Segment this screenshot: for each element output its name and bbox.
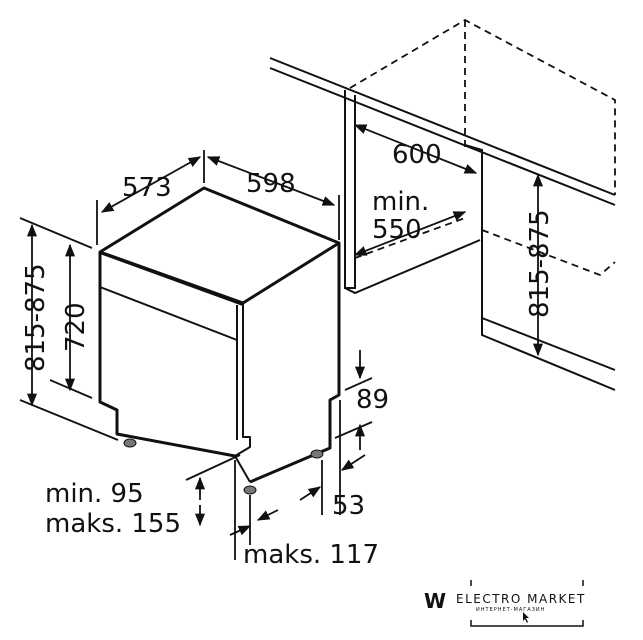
dishwasher (98, 186, 341, 484)
niche-min-value: 550 (372, 215, 422, 245)
niche-width-label: 600 (392, 140, 442, 170)
height-range-right-label: 815-875 (525, 209, 555, 318)
watermark-subtitle: ИНТЕРНЕТ-МАГАЗИН (476, 607, 545, 613)
foot-min-label: min. 95 (45, 479, 144, 509)
cursor-icon (523, 612, 529, 623)
countertop (269, 57, 616, 206)
plinth-height-label: 89 (356, 385, 389, 415)
watermark-letter: W (424, 589, 446, 613)
electro-market-watermark: W ELECTRO MARKET ИНТЕРНЕТ-МАГАЗИН (424, 580, 586, 627)
foot-max-label: maks. 155 (45, 509, 181, 539)
plinth-depth-label: 53 (332, 491, 365, 521)
feet (123, 438, 324, 495)
body-height-label: 720 (61, 302, 91, 352)
width-label: 598 (246, 169, 296, 199)
door-max-label: maks. 117 (243, 540, 379, 570)
depth-label: 573 (122, 173, 172, 203)
watermark-brand: ELECTRO MARKET (456, 592, 586, 606)
dimension-lines (19, 124, 544, 560)
height-range-left-label: 815-875 (21, 263, 51, 372)
niche-min-label: min. (372, 187, 429, 217)
